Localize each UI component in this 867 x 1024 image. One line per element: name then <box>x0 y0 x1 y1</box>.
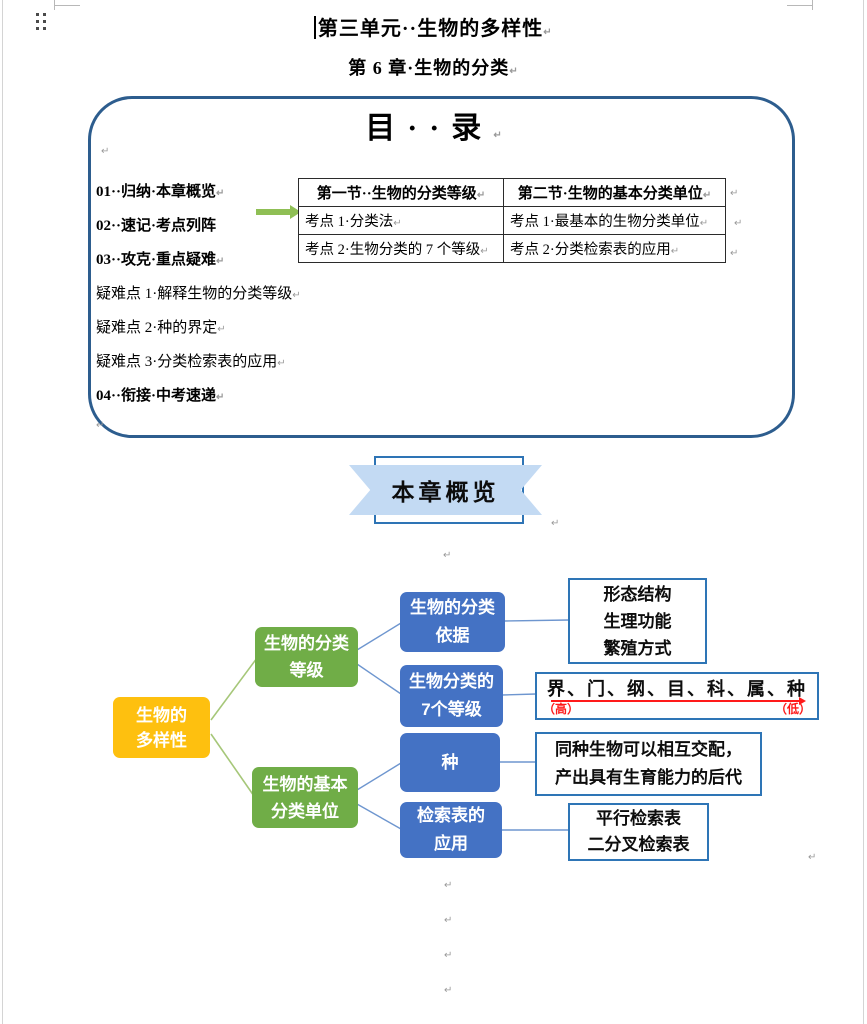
table-cell: 考点 1·最基本的生物分类单位↵ <box>503 206 726 235</box>
paragraph-mark: ↵ <box>480 246 489 257</box>
paragraph-mark: ↵ <box>101 146 110 157</box>
mindmap-branch-classification-levels: 生物的分类 等级 <box>255 627 358 687</box>
paragraph-mark: ↵ <box>730 248 739 259</box>
toc-item-difficulty-3: 疑难点 3·分类检索表的应用↵ <box>96 354 286 370</box>
text-boundary-mark <box>54 0 55 10</box>
paragraph-mark: ↵ <box>476 190 486 201</box>
toc-heading: 目··录↵ <box>365 112 502 145</box>
mindmap-detail-species-definition: 同种生物可以相互交配， 产出具有生育能力的后代 <box>535 732 762 796</box>
mindmap-branch-basic-unit: 生物的基本 分类单位 <box>252 767 358 828</box>
paragraph-mark: ↵ <box>670 246 680 257</box>
toc-item-01: 01··归纳·本章概览↵ <box>96 184 225 200</box>
mindmap-topic-key-application: 检索表的 应用 <box>400 802 502 858</box>
mindmap-detail-ranks: 界、门、纲、目、科、属、种 （高） （低） <box>535 672 819 720</box>
paragraph-mark: ↵ <box>216 256 225 267</box>
page-subtitle: 第 6 章·生物的分类↵ <box>348 58 519 78</box>
paragraph-mark: ↵ <box>730 188 739 199</box>
text-boundary-mark <box>787 5 813 6</box>
toc-panel <box>88 96 795 438</box>
paragraph-mark: ↵ <box>217 324 226 335</box>
rank-order-text: 界、门、纲、目、科、属、种 <box>547 679 807 699</box>
text-boundary-mark <box>54 5 80 6</box>
mindmap-detail-key-types: 平行检索表 二分叉检索表 <box>568 803 709 861</box>
table-cell: 考点 2·生物分类的 7 个等级↵ <box>298 234 504 263</box>
text-cursor <box>314 16 316 39</box>
mindmap-topic-classification-basis: 生物的分类 依据 <box>400 592 505 652</box>
toc-item-03: 03··攻克·重点疑难↵ <box>96 252 225 268</box>
toc-item-difficulty-1: 疑难点 1·解释生物的分类等级↵ <box>96 286 301 302</box>
arrow-icon <box>256 204 301 219</box>
banner-label: 本章概览 <box>391 479 500 505</box>
mindmap-root-biodiversity: 生物的 多样性 <box>113 697 210 758</box>
page-edge-right <box>863 0 864 1024</box>
mindmap-topic-seven-levels: 生物分类的 7个等级 <box>400 665 503 727</box>
chapter-banner: 本章概览 <box>349 465 542 515</box>
toc-item-02: 02··速记·考点列阵 <box>96 218 217 234</box>
table-cell: 考点 2·分类检索表的应用↵ <box>503 234 726 263</box>
paragraph-mark: ↵ <box>699 218 709 229</box>
paragraph-mark: ↵ <box>734 218 743 229</box>
toc-table: 第一节··生物的分类等级↵ 第二节·生物的基本分类单位↵ 考点 1·分类法↵ 考… <box>298 178 726 263</box>
paragraph-mark: ↵ <box>444 915 453 926</box>
paragraph-mark: ↵ <box>277 358 286 369</box>
toc-item-difficulty-2: 疑难点 2·种的界定↵ <box>96 320 226 336</box>
rank-low-label: （低） <box>774 702 811 716</box>
paragraph-mark: ↵ <box>808 852 817 863</box>
page-edge-left <box>2 0 3 1024</box>
paragraph-mark: ↵ <box>509 66 519 77</box>
paragraph-mark: ↵ <box>216 188 225 199</box>
rank-high-label: （高） <box>543 702 580 716</box>
table-header-cell: 第一节··生物的分类等级↵ <box>298 178 504 207</box>
paragraph-mark: ↵ <box>551 518 560 529</box>
paragraph-mark: ↵ <box>393 218 402 229</box>
text-boundary-mark <box>812 0 813 10</box>
toc-item-04: 04··衔接·中考速递↵ <box>96 388 225 404</box>
paragraph-mark: ↵ <box>444 880 453 891</box>
mindmap-detail-basis: 形态结构 生理功能 繁殖方式 <box>568 578 707 664</box>
paragraph-mark: ↵ <box>444 950 453 961</box>
drag-handle-icon[interactable] <box>36 13 47 31</box>
paragraph-mark: ↵ <box>702 190 712 201</box>
page-title: 第三单元··生物的多样性↵ <box>0 12 867 41</box>
paragraph-mark: ↵ <box>96 420 105 431</box>
paragraph-mark: ↵ <box>216 392 225 403</box>
paragraph-mark: ↵ <box>543 27 553 38</box>
paragraph-mark: ↵ <box>493 130 502 141</box>
mindmap-topic-species: 种 <box>400 733 500 792</box>
paragraph-mark: ↵ <box>443 550 452 561</box>
paragraph-mark: ↵ <box>292 290 301 301</box>
paragraph-mark: ↵ <box>444 985 453 996</box>
rank-direction-arrow <box>551 697 806 704</box>
